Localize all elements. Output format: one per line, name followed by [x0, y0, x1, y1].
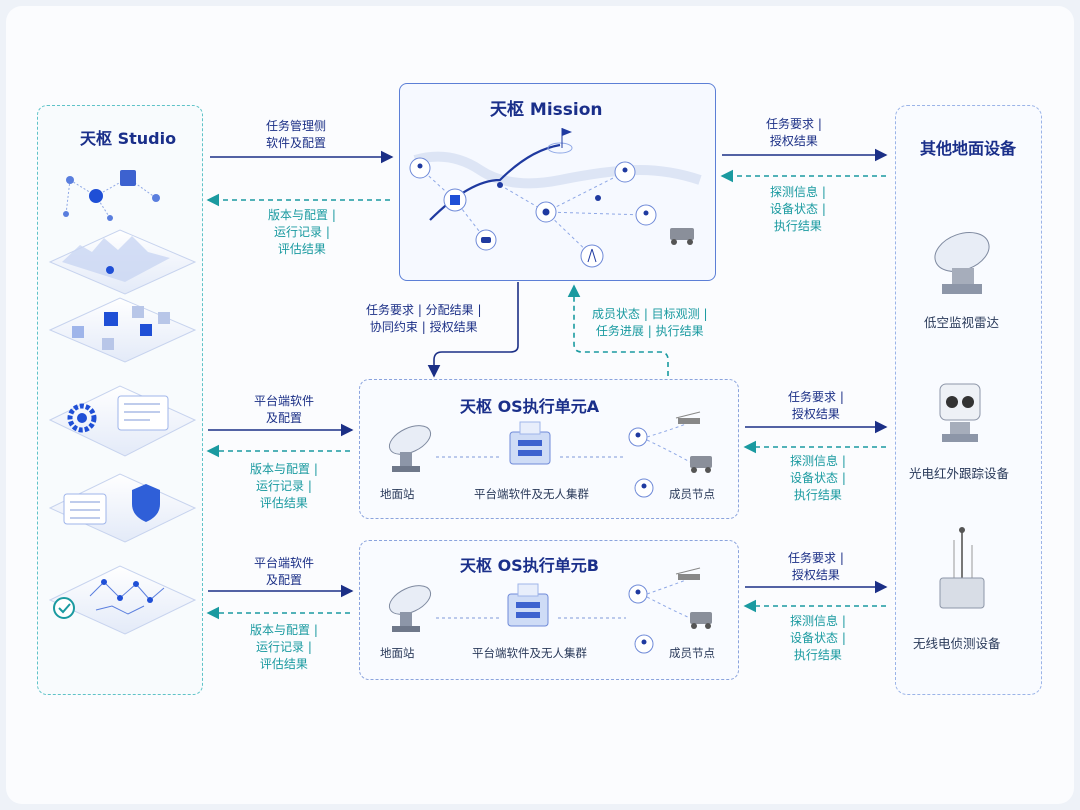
label-studio-to-unit-b: 平台端软件 及配置: [254, 555, 314, 589]
radar-label: 低空监视雷达: [924, 315, 1000, 330]
label-studio-to-mission: 任务管理侧 软件及配置: [266, 118, 326, 152]
label-line: 任务管理侧: [266, 119, 327, 133]
unit-b-ground-station-icon: [388, 585, 432, 632]
label-mission-to-studio: 版本与配置 | 运行记录 | 评估结果: [268, 207, 336, 258]
label-unit-a-to-studio: 版本与配置 | 运行记录 | 评估结果: [250, 461, 318, 512]
label-unit-b-to-studio: 版本与配置 | 运行记录 | 评估结果: [250, 622, 318, 673]
label-line: 探测信息 |: [790, 614, 846, 628]
label-line: 任务要求 |: [766, 117, 822, 131]
unit-a-ground-station-label: 地面站: [380, 487, 415, 501]
unit-a-ground-station-icon: [388, 425, 432, 472]
unit-a-title: 天枢 OS执行单元A: [460, 397, 600, 416]
label-line: 平台端软件: [254, 394, 315, 408]
unit-b-cluster-icon: [507, 583, 549, 627]
label-line: 版本与配置 |: [250, 623, 318, 637]
label-line: 协同约束 | 授权结果: [369, 320, 478, 334]
studio-security-layer-icon: [48, 473, 197, 543]
arrow-mission-to-unit: [427, 282, 519, 378]
mission-title: 天枢 Mission: [490, 100, 603, 120]
unit-b-title: 天枢 OS执行单元B: [460, 556, 599, 575]
label-line: 及配置: [266, 573, 303, 587]
unit-b-cluster-label: 平台端软件及无人集群: [472, 646, 587, 660]
radio-detector-icon: [939, 527, 985, 609]
label-line: 授权结果: [769, 134, 818, 148]
unit-a-cluster-label: 平台端软件及无人集群: [474, 487, 589, 501]
label-line: 任务进展 | 执行结果: [595, 324, 704, 338]
eo-tracker-icon: [939, 383, 981, 442]
label-ground-to-unit-a: 探测信息 | 设备状态 | 执行结果: [790, 453, 846, 504]
label-line: 评估结果: [259, 657, 308, 671]
label-line: 评估结果: [259, 496, 308, 510]
label-line: 成员状态 | 目标观测 |: [592, 307, 708, 321]
label-line: 平台端软件: [254, 556, 315, 570]
eo-tracker-label: 光电红外跟踪设备: [909, 466, 1010, 481]
label-unit-b-to-ground: 任务要求 | 授权结果: [788, 550, 844, 584]
label-studio-to-unit-a: 平台端软件 及配置: [254, 393, 314, 427]
label-unit-a-to-ground: 任务要求 | 授权结果: [788, 389, 844, 423]
radio-detector-label: 无线电侦测设备: [913, 636, 1001, 651]
label-line: 任务要求 | 分配结果 |: [366, 303, 482, 317]
label-line: 运行记录 |: [274, 225, 330, 239]
unit-b-box: [359, 540, 739, 680]
studio-network-layer-icon: [63, 170, 160, 221]
studio-config-layer-icon: [48, 385, 197, 457]
arrow-unit-to-mission: [567, 284, 669, 376]
label-line: 执行结果: [793, 648, 842, 662]
label-line: 执行结果: [773, 219, 822, 233]
label-line: 版本与配置 |: [268, 208, 336, 222]
unit-a-members-label: 成员节点: [669, 487, 715, 501]
mission-box: [399, 83, 716, 281]
label-mission-to-unit: 任务要求 | 分配结果 | 协同约束 | 授权结果: [366, 302, 482, 336]
label-line: 版本与配置 |: [250, 462, 318, 476]
label-line: 运行记录 |: [256, 640, 312, 654]
radar-icon: [934, 232, 990, 294]
label-line: 任务要求 |: [788, 390, 844, 404]
studio-terrain-layer-icon: [48, 229, 197, 295]
unit-a-cluster-icon: [509, 421, 551, 465]
label-line: 运行记录 |: [256, 479, 312, 493]
label-line: 设备状态 |: [770, 202, 826, 216]
unit-b-members-label: 成员节点: [669, 646, 715, 660]
mission-map-illustration: [409, 128, 702, 268]
unit-b-ground-station-label: 地面站: [380, 646, 415, 660]
label-line: 探测信息 |: [790, 454, 846, 468]
studio-graph-layer-icon: [48, 565, 197, 635]
label-line: 授权结果: [791, 568, 840, 582]
unit-a-members-icon: [628, 411, 712, 498]
label-line: 设备状态 |: [790, 471, 846, 485]
label-line: 任务要求 |: [788, 551, 844, 565]
label-line: 探测信息 |: [770, 185, 826, 199]
studio-title: 天枢 Studio: [80, 129, 177, 148]
label-line: 授权结果: [791, 407, 840, 421]
label-line: 及配置: [266, 411, 303, 425]
label-ground-to-mission: 探测信息 | 设备状态 | 执行结果: [770, 184, 826, 235]
label-ground-to-unit-b: 探测信息 | 设备状态 | 执行结果: [790, 613, 846, 664]
label-line: 设备状态 |: [790, 631, 846, 645]
label-line: 软件及配置: [266, 136, 327, 150]
label-line: 执行结果: [793, 488, 842, 502]
label-mission-to-ground: 任务要求 | 授权结果: [766, 116, 822, 150]
ground-devices-title: 其他地面设备: [920, 139, 1017, 158]
label-line: 评估结果: [277, 242, 326, 256]
unit-b-members-icon: [628, 567, 712, 654]
studio-cube-layer-icon: [48, 297, 197, 363]
label-unit-to-mission: 成员状态 | 目标观测 | 任务进展 | 执行结果: [592, 306, 708, 340]
